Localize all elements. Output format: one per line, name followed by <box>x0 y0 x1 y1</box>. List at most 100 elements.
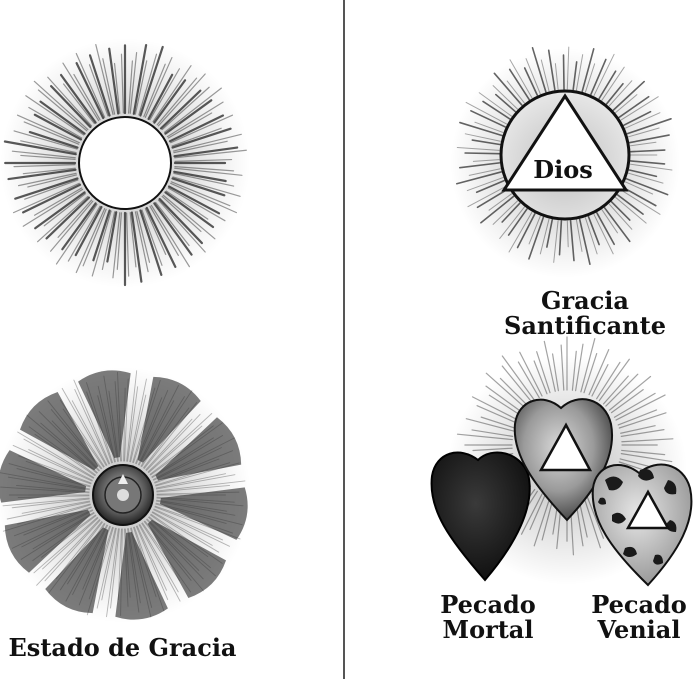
ray-line <box>59 522 105 591</box>
ray-line <box>25 460 92 485</box>
ray-line <box>88 526 113 600</box>
ray-line <box>11 509 93 549</box>
ray-line <box>553 220 559 263</box>
ray-line <box>50 85 92 129</box>
ray-line <box>141 209 163 266</box>
ray-line <box>143 521 192 581</box>
ray-line <box>28 449 93 481</box>
ray-line <box>95 43 114 116</box>
ray-line <box>144 208 167 255</box>
ray-line <box>123 387 126 462</box>
ray-line <box>620 429 665 437</box>
ray-line <box>150 204 190 268</box>
mortal-label-line-2: Mortal <box>442 615 534 645</box>
ray-line <box>156 491 240 495</box>
ray-line <box>145 206 177 268</box>
ray-line <box>152 437 235 480</box>
ray-line <box>51 420 100 471</box>
ray-line <box>533 496 551 547</box>
ray-line <box>37 89 88 132</box>
ray-line <box>102 58 116 115</box>
ray-line <box>620 96 659 121</box>
ray-line <box>130 394 147 463</box>
ray-line <box>39 100 86 135</box>
ray-line <box>151 511 220 553</box>
ray-line <box>167 112 213 139</box>
ray-line <box>149 68 181 121</box>
ray-line <box>629 163 673 171</box>
ray-line <box>586 495 605 539</box>
ray-line <box>605 82 624 105</box>
ray-line <box>141 522 192 593</box>
ray-line <box>154 458 220 484</box>
ray-line <box>17 495 90 499</box>
ray-line <box>12 182 80 214</box>
ray-line <box>146 413 201 471</box>
ray-line <box>170 114 234 144</box>
ray-line <box>63 83 95 125</box>
ray-line <box>472 159 500 162</box>
ray-line <box>612 80 645 111</box>
ray-line <box>596 361 621 400</box>
ray-line <box>602 375 629 405</box>
ray-line <box>466 177 504 192</box>
ray-line <box>554 63 559 90</box>
ray-line <box>541 497 554 541</box>
ray-line <box>492 85 519 110</box>
ray-line <box>165 190 209 220</box>
ray-line <box>97 385 116 463</box>
ray-line <box>523 67 539 96</box>
ray-line <box>624 181 654 195</box>
ray-line <box>17 503 91 525</box>
ray-line <box>591 364 609 397</box>
ray-line <box>101 527 117 601</box>
ray-line <box>569 219 575 262</box>
ray-line <box>55 203 98 265</box>
ray-line <box>136 210 151 263</box>
ray-line <box>588 349 610 396</box>
ray-line <box>141 522 180 581</box>
ray-line <box>507 208 528 236</box>
ray-line <box>130 527 152 618</box>
ray-line <box>55 521 103 580</box>
ray-line <box>501 365 533 404</box>
ray-line <box>168 114 225 143</box>
ray-line <box>40 422 98 474</box>
ray-line <box>173 172 235 187</box>
ray-line <box>61 202 97 251</box>
ray-line <box>173 146 239 158</box>
ray-line <box>135 389 169 465</box>
ray-line <box>488 193 513 211</box>
ray-line <box>61 387 107 466</box>
ray-line <box>13 130 78 150</box>
ray-line <box>167 185 221 215</box>
ray-line <box>482 100 511 120</box>
ray-line <box>74 205 103 257</box>
ray-line <box>620 453 673 463</box>
ray-line <box>572 61 578 91</box>
ray-line <box>509 59 533 99</box>
ray-line <box>171 127 222 147</box>
ray-line <box>37 195 89 243</box>
ray-line <box>464 152 500 155</box>
burst-wedge <box>0 450 87 503</box>
ray-line <box>571 350 577 391</box>
ray-line <box>156 484 231 493</box>
ray-line <box>164 99 213 135</box>
ray-line <box>135 397 163 464</box>
ray-line <box>128 60 133 114</box>
ray-line <box>23 438 94 479</box>
mortal-sin-heart-icon <box>430 451 531 582</box>
grace-burst-icon <box>0 367 251 623</box>
ray-line <box>2 497 90 507</box>
ray-line <box>476 188 510 209</box>
ray-line <box>139 45 164 117</box>
ray-line <box>36 519 100 586</box>
ray-line <box>456 433 513 441</box>
ray-line <box>584 63 596 93</box>
ray-line <box>167 187 226 222</box>
ray-line <box>615 94 638 114</box>
ray-line <box>583 352 598 394</box>
ray-line <box>155 473 227 489</box>
ray-line <box>155 503 227 524</box>
